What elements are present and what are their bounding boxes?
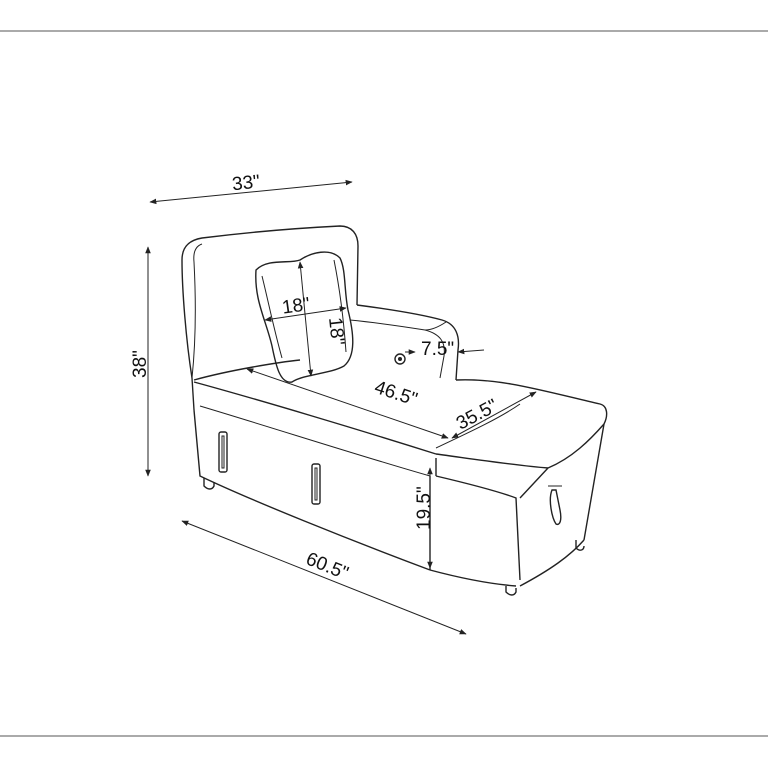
seat-height-label: 19.5" <box>414 486 435 530</box>
height-label: 38" <box>130 350 151 378</box>
pillow-width-label: 18" <box>281 294 312 319</box>
usb-port-icon <box>394 353 406 365</box>
front-handle-left <box>218 431 228 473</box>
pillow <box>255 251 354 383</box>
width-label: 33" <box>231 171 261 195</box>
chaise-outline <box>181 225 608 596</box>
dimension-lines <box>145 179 537 635</box>
seat-depth-label: 46.5" <box>372 377 420 410</box>
arm-width-label: 7.5" <box>421 339 454 360</box>
front-handle-right <box>311 463 321 505</box>
pillow-height-label: 18" <box>324 316 348 346</box>
